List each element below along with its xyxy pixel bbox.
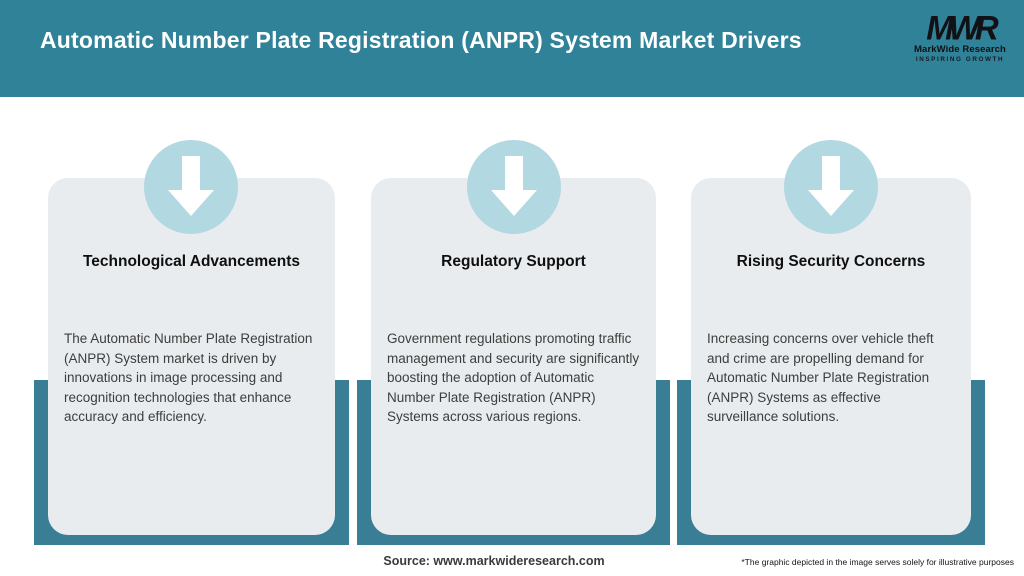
logo-tagline: INSPIRING GROWTH xyxy=(915,56,1005,63)
down-arrow-icon xyxy=(784,140,878,234)
markwide-logo: MWR MarkWide Research INSPIRING GROWTH xyxy=(910,8,1010,63)
card-body: The Automatic Number Plate Registration … xyxy=(64,331,313,424)
logo-name: MarkWide Research xyxy=(914,44,1006,55)
card-body: Increasing concerns over vehicle theft a… xyxy=(707,331,934,424)
driver-card-technological-advancements: Technological Advancements The Automatic… xyxy=(48,178,335,535)
card-title: Regulatory Support xyxy=(441,253,586,270)
page-title: Automatic Number Plate Registration (ANP… xyxy=(40,27,802,53)
card-body: Government regulations promoting traffic… xyxy=(387,331,640,424)
driver-card-rising-security-concerns: Rising Security Concerns Increasing conc… xyxy=(691,178,971,535)
disclaimer-text: *The graphic depicted in the image serve… xyxy=(741,557,1014,567)
logo-monogram-icon: MWR xyxy=(926,8,998,47)
driver-card-regulatory-support: Regulatory Support Government regulation… xyxy=(371,178,656,535)
down-arrow-icon xyxy=(467,140,561,234)
card-title: Rising Security Concerns xyxy=(736,253,926,270)
card-title: Technological Advancements xyxy=(82,253,301,270)
down-arrow-icon xyxy=(144,140,238,234)
header-bar: Automatic Number Plate Registration (ANP… xyxy=(0,0,1024,97)
source-text: Source: www.markwideresearch.com xyxy=(383,554,605,568)
